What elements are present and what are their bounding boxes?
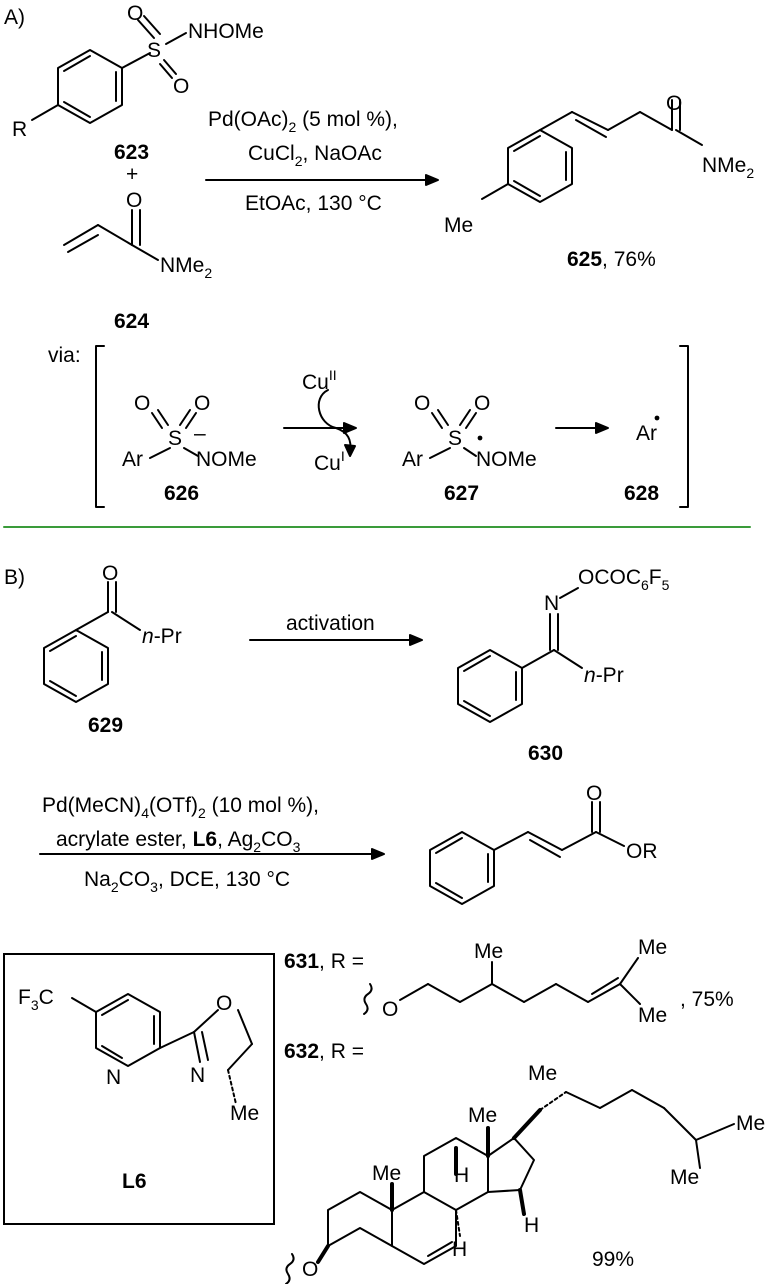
svg-text:n-Pr: n-Pr: [142, 625, 182, 648]
svg-text:Me: Me: [528, 1062, 557, 1085]
svg-text:Ar: Ar: [402, 448, 423, 471]
svg-text:NMe2: NMe2: [702, 154, 754, 181]
compound-623-number: 623: [114, 141, 149, 164]
svg-text:Me: Me: [474, 940, 503, 963]
product-me-label: Me: [444, 214, 473, 237]
svg-text:, 75%: , 75%: [680, 988, 734, 1011]
svg-text:S: S: [448, 427, 462, 450]
svg-text:Me: Me: [468, 1104, 497, 1127]
compound-630-structure: N OCOC6F5 n-Pr: [457, 566, 670, 723]
svg-text:OCOC6F5: OCOC6F5: [578, 566, 670, 593]
svg-text:NOMe: NOMe: [476, 448, 537, 471]
svg-text:S: S: [168, 427, 182, 450]
anion-charge: –: [194, 422, 206, 445]
svg-text:N: N: [106, 1066, 121, 1089]
conditions-b-line3: Na2CO3, DCE, 130 °C: [84, 868, 290, 895]
nme2-label: NMe: [160, 254, 204, 277]
section-a-label: A): [4, 6, 25, 29]
svg-text:Me: Me: [638, 1004, 667, 1027]
svg-text:Ar: Ar: [122, 448, 143, 471]
compound-625-structure: O NMe2 Me: [444, 92, 754, 237]
compound-629-structure: O n-Pr: [43, 562, 182, 703]
ligand-name: L6: [122, 1170, 147, 1193]
svg-text:n-Pr: n-Pr: [584, 664, 624, 687]
svg-text:N: N: [544, 592, 559, 615]
copper-curved-arrow: [317, 389, 352, 453]
conditions-a-line1: Pd(OAc)2 (5 mol %),: [208, 108, 398, 135]
svg-text:H: H: [452, 1238, 467, 1261]
section-b-label: B): [4, 566, 25, 589]
activation-label: activation: [286, 612, 375, 635]
svg-text:O: O: [102, 562, 118, 585]
compound-627-structure: O O S Ar NOMe: [402, 392, 537, 471]
svg-text:99%: 99%: [592, 1248, 634, 1271]
compound-624-structure: O NMe2: [63, 189, 212, 281]
svg-text:O: O: [302, 1258, 318, 1281]
svg-text:O: O: [382, 998, 398, 1021]
svg-text:O: O: [586, 782, 602, 805]
svg-text:NOMe: NOMe: [196, 448, 257, 471]
compound-625-label: 625, 76%: [567, 248, 656, 271]
left-bracket: [95, 345, 105, 508]
svg-text:O: O: [134, 392, 150, 415]
svg-text:NMe2: NMe2: [160, 254, 212, 281]
compound-630-number: 630: [528, 742, 563, 765]
svg-text:O: O: [126, 189, 142, 212]
svg-text:H: H: [524, 1214, 539, 1237]
plus-sign: +: [126, 163, 138, 186]
svg-text:O: O: [666, 92, 682, 115]
compound-629-number: 629: [88, 714, 123, 737]
svg-text:Me: Me: [670, 1166, 699, 1189]
conditions-b-line1: Pd(MeCN)4(OTf)2 (10 mol %),: [42, 794, 319, 821]
cu-ii-label: CuII: [302, 367, 337, 394]
compound-623-structure: O S O NHOMe R: [12, 2, 264, 141]
svg-text:S: S: [147, 39, 161, 62]
svg-text:Me: Me: [372, 1162, 401, 1185]
or-label: OR: [626, 840, 658, 863]
svg-text:O: O: [194, 392, 210, 415]
cinnamate-product-structure: O OR: [429, 782, 658, 905]
compound-626-structure: O O S Ar NOMe –: [122, 392, 257, 471]
compound-631-label: 631, R =: [284, 950, 364, 973]
svg-text:Me: Me: [638, 936, 667, 959]
compound-628-number: 628: [624, 482, 659, 505]
svg-text:O: O: [414, 392, 430, 415]
cu-i-label: CuI: [314, 448, 345, 475]
svg-text:O: O: [474, 392, 490, 415]
svg-text:O: O: [216, 992, 232, 1015]
ligand-l6-structure: F3C N O N Me: [18, 986, 259, 1125]
conditions-b-line2: acrylate ester, L6, Ag2CO3: [56, 828, 301, 855]
compound-631-structure: O Me Me Me , 75%: [363, 936, 734, 1027]
svg-text:O: O: [127, 2, 143, 25]
aryl-radical-label: Ar: [636, 422, 657, 445]
svg-text:H: H: [454, 1164, 469, 1187]
compound-627-number: 627: [444, 482, 479, 505]
right-bracket: [679, 345, 689, 508]
product-nme2-label: NMe: [702, 154, 746, 177]
svg-text:N: N: [190, 1064, 205, 1087]
conditions-a-line3: EtOAc, 130 °C: [245, 192, 382, 215]
conditions-a-line2: CuCl2, NaOAc: [248, 142, 382, 169]
svg-text:O: O: [173, 75, 189, 98]
compound-624-number: 624: [114, 310, 149, 333]
compound-632-structure: O Me Me H H H Me Me Me 99%: [285, 1062, 765, 1284]
svg-text:F3C: F3C: [18, 986, 54, 1013]
r-label: R: [12, 118, 27, 141]
nhome-label: NHOMe: [188, 20, 264, 43]
svg-text:Me: Me: [736, 1112, 765, 1135]
via-label: via:: [48, 344, 81, 367]
ligand-box: [3, 953, 275, 1225]
compound-632-label: 632, R =: [284, 1040, 364, 1063]
svg-text:Me: Me: [230, 1102, 259, 1125]
compound-626-number: 626: [164, 482, 199, 505]
